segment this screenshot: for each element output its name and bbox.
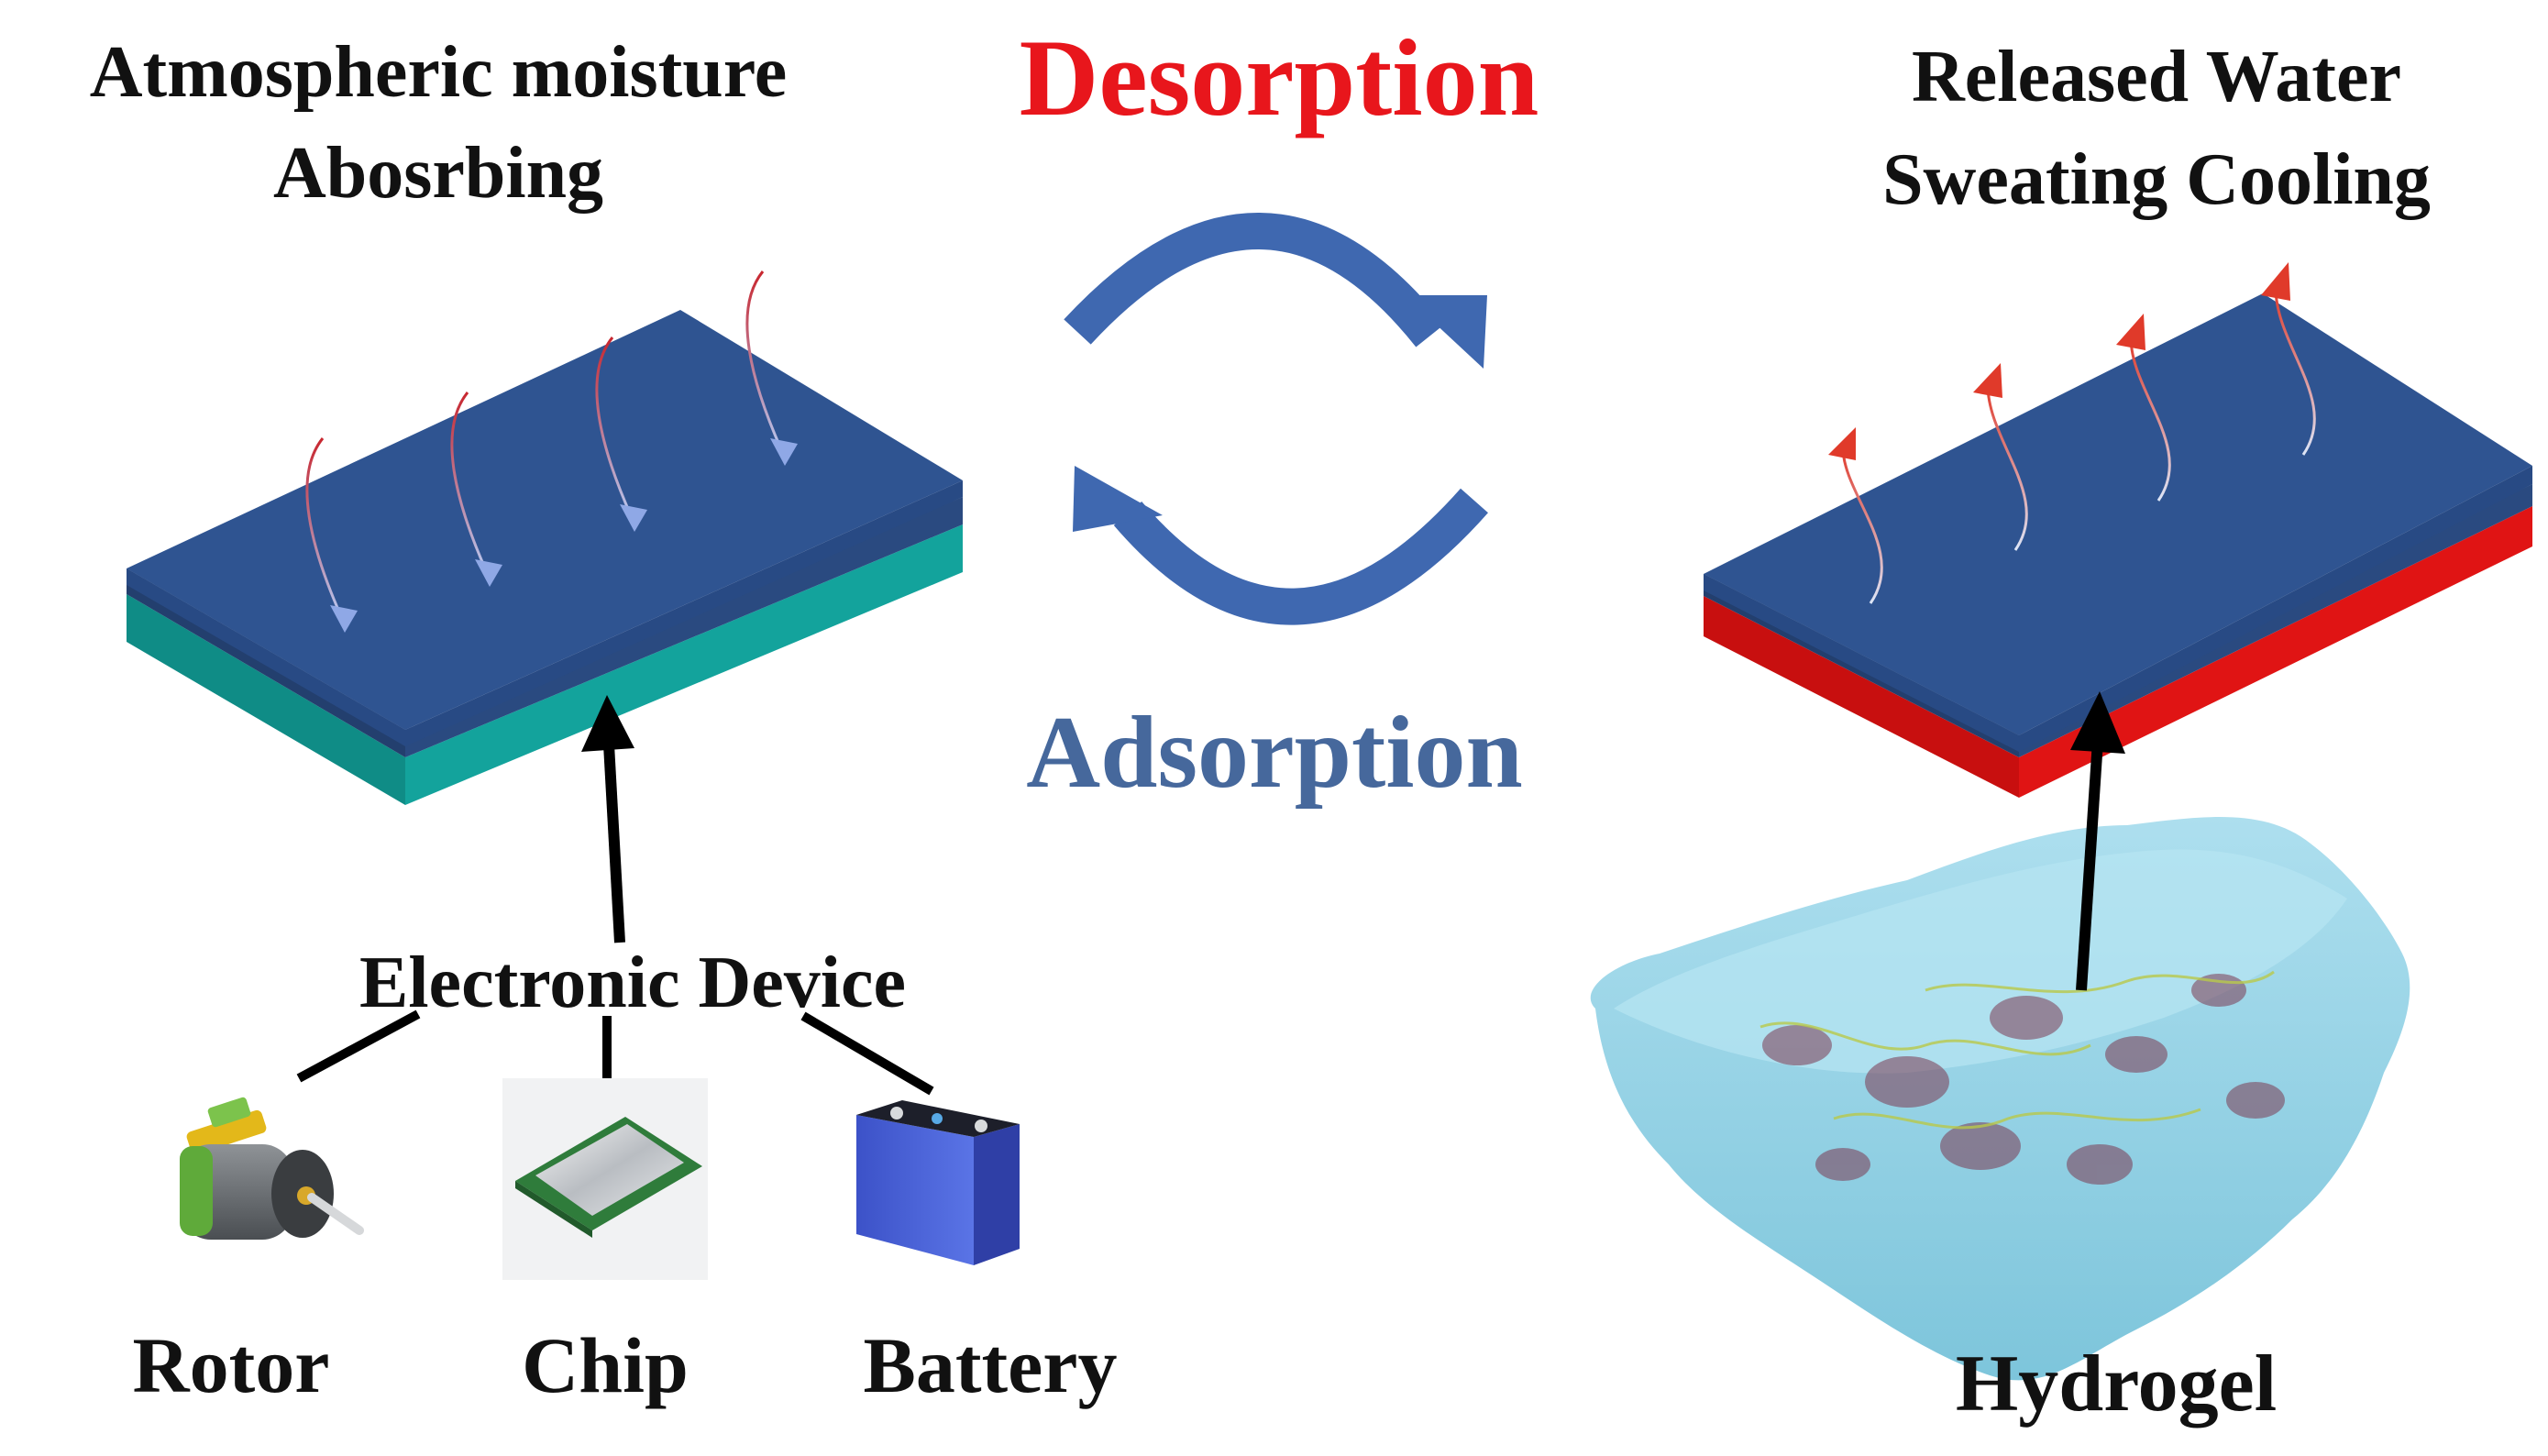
electronic-device-title: Electronic Device: [359, 943, 906, 1023]
battery-front: [856, 1115, 974, 1265]
battery-icon: [856, 1100, 1020, 1265]
slab-teal-front-right: [405, 524, 963, 805]
left-title-line1: Atmospheric moisture: [90, 32, 788, 113]
adsorption-arrow-body: [1113, 488, 1488, 625]
chip-heat-spreader: [535, 1124, 684, 1216]
left-title-line2: Abosrbing: [273, 133, 603, 214]
gel-blob-2: [1865, 1056, 1949, 1108]
moisture-arrow-1: [305, 437, 343, 617]
moisture-arrow-3: [595, 336, 633, 516]
adsorption-arrowhead: [1073, 466, 1163, 532]
gel-blob-1: [1762, 1025, 1832, 1065]
release-arrow-3: [2129, 336, 2171, 502]
rotor-end-cap: [180, 1146, 213, 1236]
slab-top-rim-r: [1704, 466, 2532, 752]
moisture-arrowhead-3: [620, 504, 647, 532]
adsorption-label: Adsorption: [1026, 696, 1522, 810]
chip-board-edge: [515, 1181, 592, 1238]
slab-top-face-r: [1704, 293, 2532, 735]
chip-label: Chip: [522, 1321, 689, 1409]
rotor-bracket-top: [207, 1097, 251, 1128]
release-arrowhead-4: [2261, 262, 2290, 301]
desorption-label: Desorption: [1020, 17, 1539, 138]
gel-fiber-2: [1833, 1108, 2201, 1130]
gel-blob-7: [2067, 1144, 2133, 1185]
gel-blob-3: [1990, 996, 2063, 1040]
absorbing-slab: [127, 310, 963, 805]
hydrogel-block: [1590, 817, 2410, 1381]
adsorption-arrow: [1073, 466, 1488, 625]
rotor-bracket: [186, 1109, 267, 1155]
moisture-arrowhead-1: [330, 605, 358, 633]
rotor-label: Rotor: [133, 1321, 330, 1409]
gel-blob-9: [2226, 1082, 2285, 1119]
gel-blob-6: [1940, 1122, 2021, 1170]
moisture-arrowhead-2: [475, 559, 502, 587]
gel-blob-4: [2105, 1036, 2167, 1073]
device-to-slab-arrowhead: [581, 695, 634, 752]
slab-blue-edge-right: [405, 497, 963, 757]
connector-line-rotor: [296, 1009, 421, 1083]
moisture-arrow-4: [745, 270, 783, 450]
hydrogel-fibers: [1759, 970, 2275, 1130]
battery-terminal-mid: [932, 1113, 943, 1124]
release-arrowhead-3: [2116, 314, 2145, 350]
rotor-shaft: [307, 1193, 364, 1235]
slab-blue-edge-right-r: [2019, 484, 2532, 757]
device-to-slab-arrow-shaft: [603, 744, 625, 943]
sweating-slab: [1704, 293, 2532, 798]
hydrogel-label: Hydrogel: [1956, 1340, 2277, 1428]
gel-fiber-1: [1759, 1021, 2091, 1056]
moisture-arrow-2: [450, 392, 488, 571]
rotor-icon: [180, 1097, 364, 1240]
hydrogel-to-slab-arrowhead: [2070, 691, 2125, 754]
released-water-arrows: [1828, 262, 2316, 604]
moisture-arrowhead-4: [770, 438, 798, 466]
battery-terminal-left: [890, 1107, 903, 1120]
device-connector-lines: [296, 1009, 934, 1096]
connector-arrows: [581, 691, 2125, 991]
hydrogel-to-slab-arrow-shaft: [2076, 740, 2103, 991]
slab-red-front-right: [2019, 506, 2532, 798]
slab-top-face: [127, 310, 963, 730]
connector-line-battery: [800, 1011, 934, 1096]
gel-fiber-3: [1925, 970, 2275, 994]
release-arrow-4: [2274, 287, 2316, 456]
desorption-arrow-body: [1064, 213, 1445, 347]
release-arrowhead-1: [1828, 427, 1856, 460]
right-title-line2: Sweating Cooling: [1882, 139, 2431, 220]
desorption-arrowhead: [1405, 295, 1487, 369]
right-title-line1: Released Water: [1912, 37, 2401, 117]
desorption-arrow: [1064, 213, 1487, 369]
battery-label: Battery: [864, 1321, 1118, 1409]
hydrogel-top-face: [1614, 849, 2347, 1074]
slab-red-front-left: [1704, 596, 2019, 798]
slab-teal-front-left: [127, 594, 405, 805]
incoming-moisture-arrows: [305, 270, 798, 633]
battery-side: [974, 1124, 1020, 1265]
chip-icon: [502, 1078, 708, 1280]
release-arrow-2: [1986, 384, 2028, 551]
battery-terminal-right: [975, 1120, 987, 1132]
gel-blob-8: [1815, 1148, 1870, 1181]
release-arrowhead-2: [1973, 363, 2002, 398]
release-arrow-1: [1841, 447, 1883, 604]
